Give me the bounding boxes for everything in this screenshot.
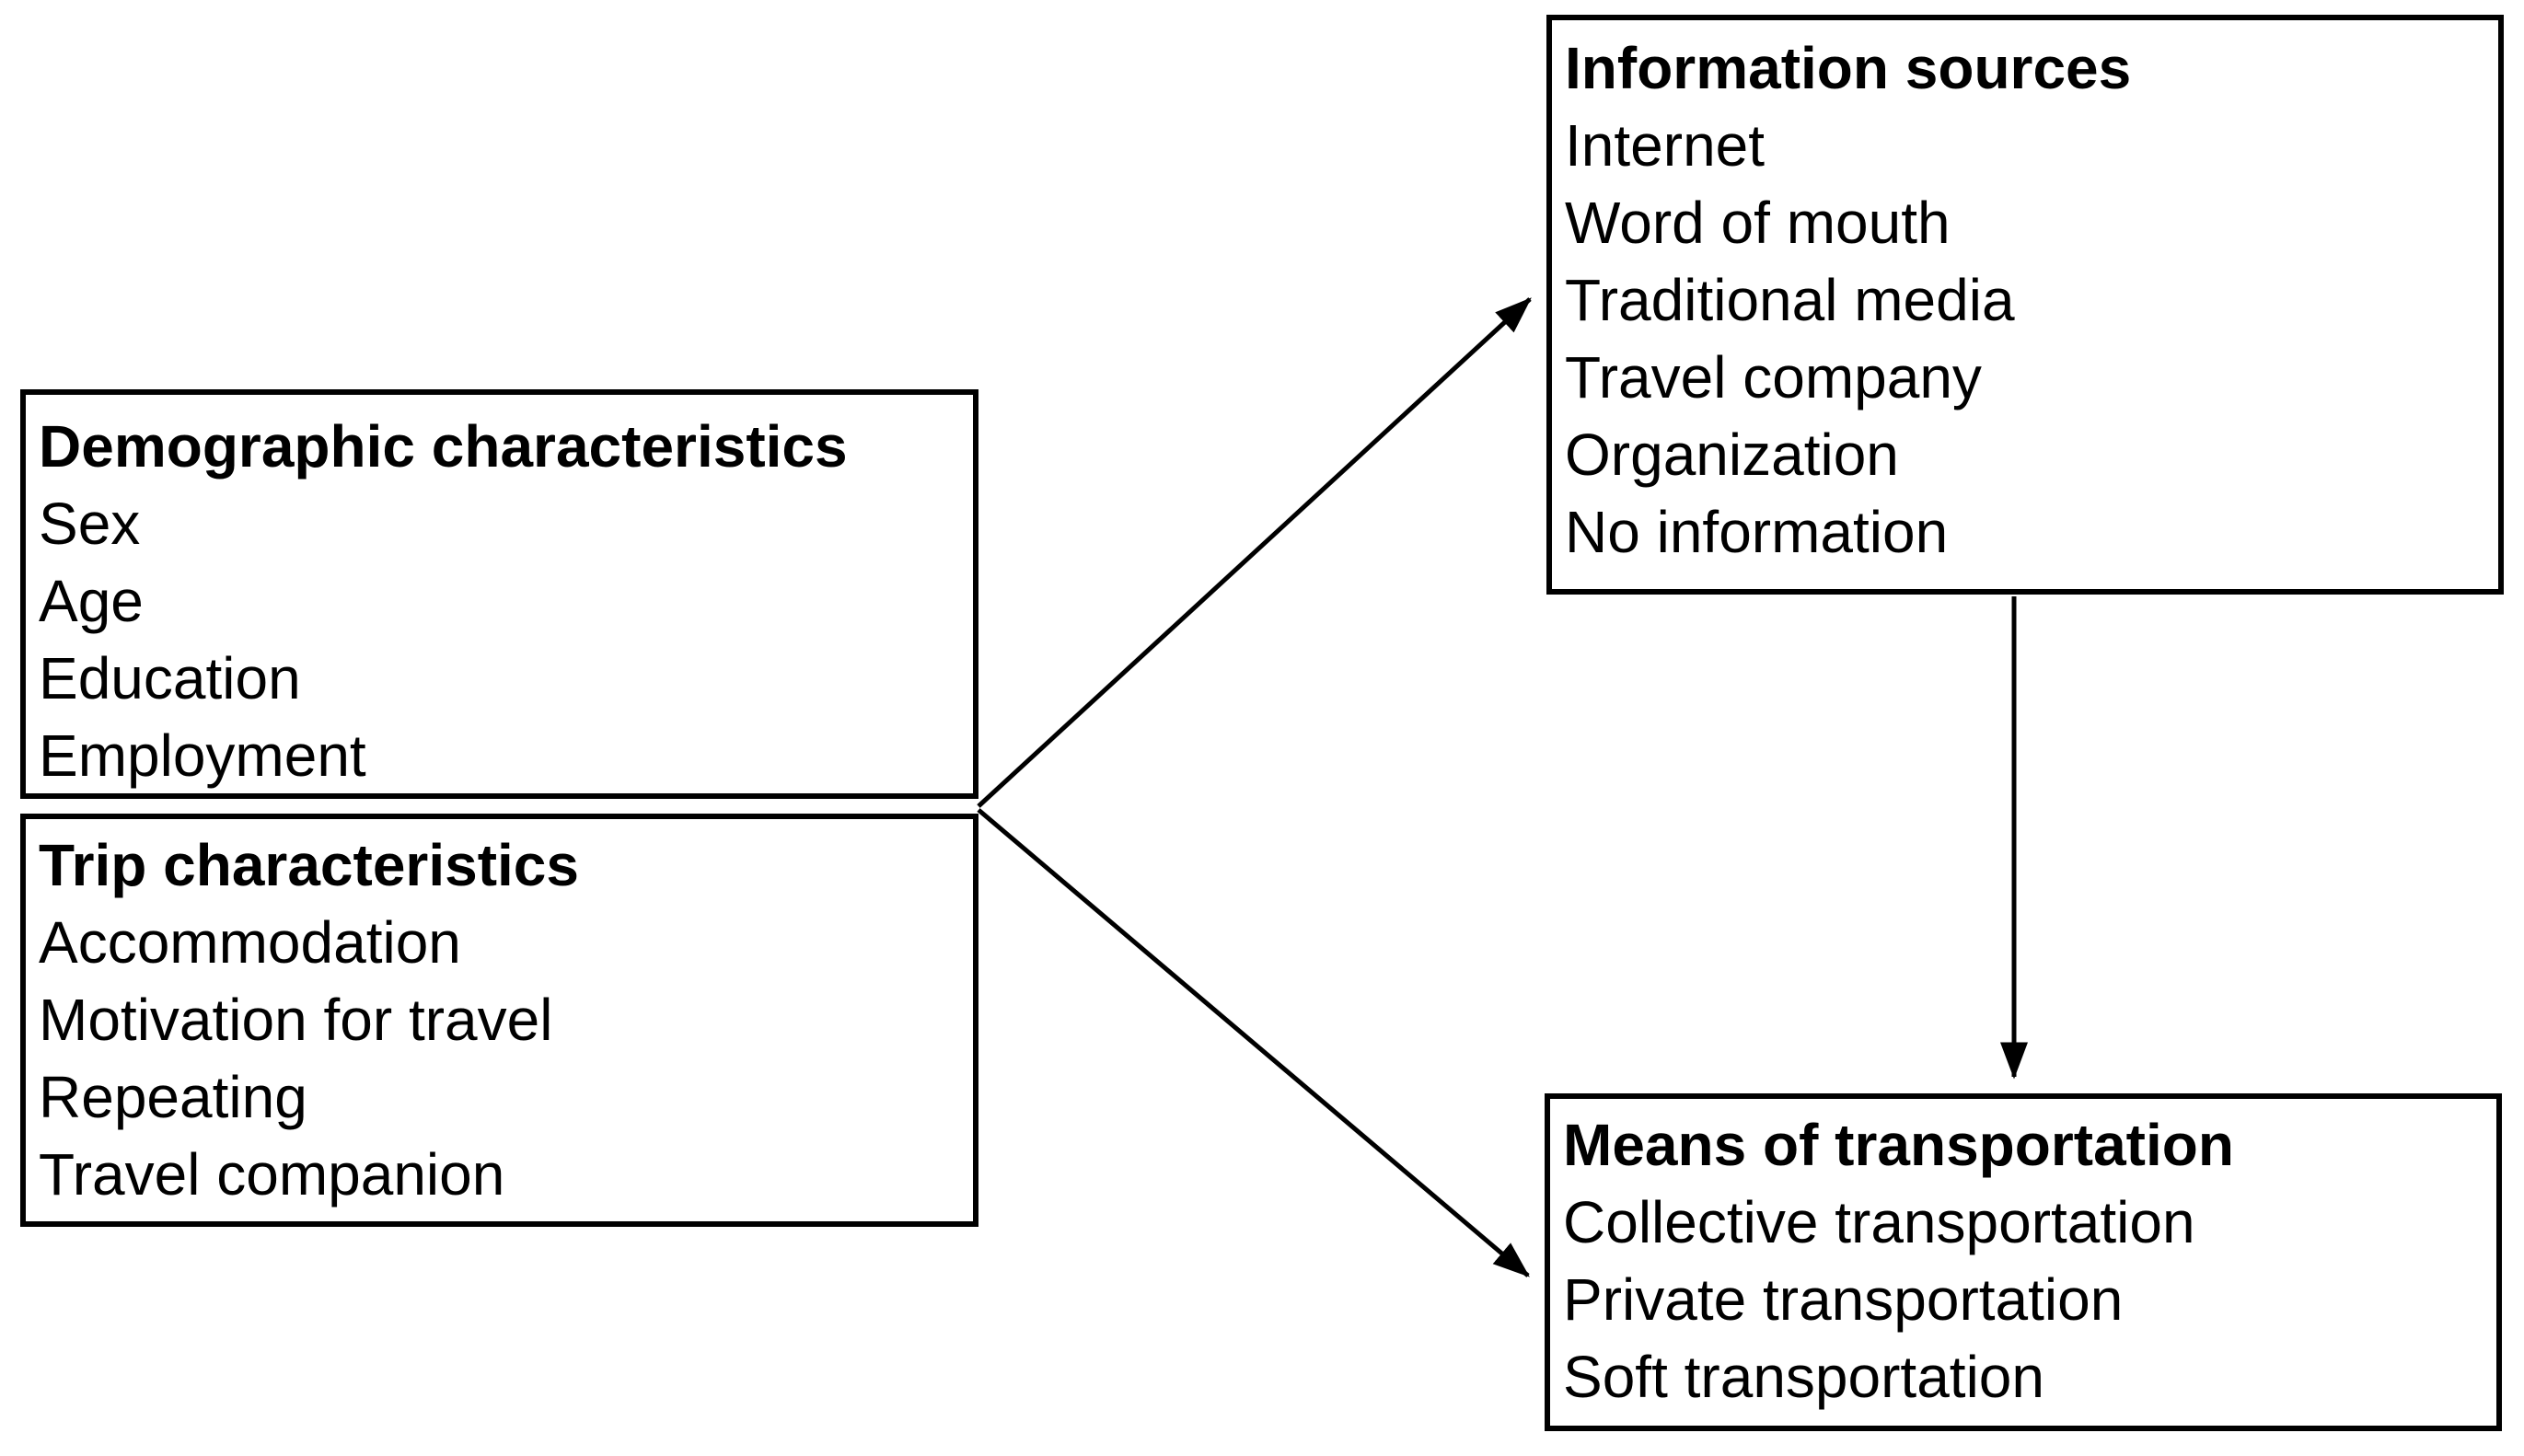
list-item: Collective transportation	[1563, 1189, 2195, 1255]
list-item: Accommodation	[39, 909, 461, 976]
list-item: Internet	[1565, 112, 1766, 179]
list-item: Education	[39, 645, 301, 711]
box-title: Demographic characteristics	[39, 413, 848, 480]
box-information-sources: Information sources Internet Word of mou…	[1546, 15, 2504, 595]
list-item: Traditional media	[1565, 267, 2015, 333]
list-item: No information	[1565, 499, 1949, 565]
list-item: Age	[39, 568, 144, 634]
list-item: Repeating	[39, 1064, 307, 1130]
list-item: Private transportation	[1563, 1266, 2124, 1333]
box-title: Means of transportation	[1563, 1112, 2234, 1178]
box-title: Trip characteristics	[39, 832, 579, 898]
arrow-characteristics-to-means-of-transportation	[977, 808, 1530, 1277]
list-item: Travel company	[1565, 344, 1982, 410]
box-demographic-characteristics: Demographic characteristics Sex Age Educ…	[20, 389, 978, 799]
list-item: Motivation for travel	[39, 987, 553, 1053]
arrow-characteristics-to-information-sources	[977, 297, 1532, 808]
list-item: Organization	[1565, 422, 1899, 488]
list-item: Travel companion	[39, 1141, 505, 1208]
box-title: Information sources	[1565, 35, 2132, 101]
list-item: Soft transportation	[1563, 1344, 2044, 1410]
list-item: Sex	[39, 491, 141, 557]
list-item: Employment	[39, 722, 366, 789]
box-means-of-transportation: Means of transportation Collective trans…	[1545, 1093, 2502, 1431]
list-item: Word of mouth	[1565, 190, 1951, 256]
box-trip-characteristics: Trip characteristics Accommodation Motiv…	[20, 814, 978, 1227]
